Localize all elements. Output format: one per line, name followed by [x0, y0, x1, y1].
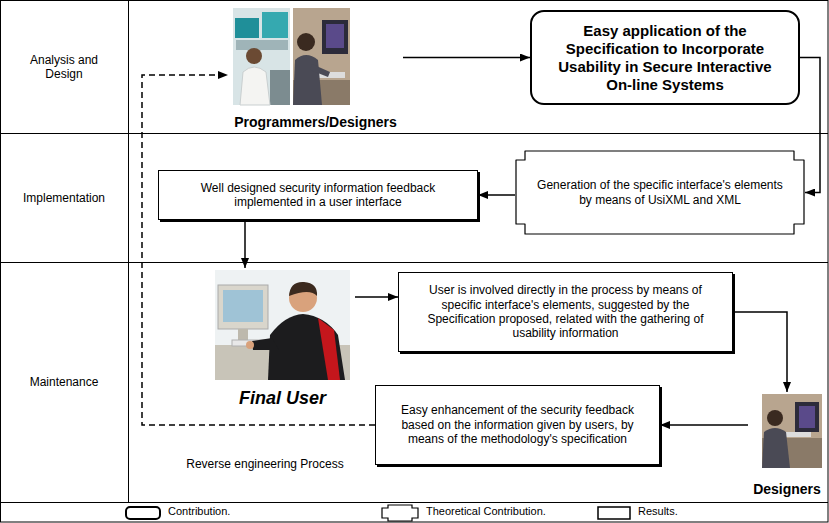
actor-caption: Final User [239, 388, 326, 410]
person-arm [310, 64, 330, 77]
actor-photo: Final User [210, 268, 355, 410]
person-hair [289, 282, 317, 296]
person-body [240, 67, 270, 105]
flow-arrow [733, 312, 787, 392]
person-body [268, 314, 345, 380]
theoretical-shape [516, 151, 804, 234]
contribution-box: Easy application of the Specification to… [530, 10, 800, 105]
process-note: Reverse engineering Process [180, 457, 350, 471]
row-label: Analysis and Design [20, 53, 108, 82]
box-text: Well designed security information feedb… [169, 181, 467, 210]
designer-photo [762, 394, 822, 468]
programmer-photo [233, 8, 290, 105]
flow-arrow [244, 220, 246, 268]
photo-ground [293, 8, 350, 105]
photo-ground [762, 394, 822, 468]
theoretical-box: Generation of the specific interface's e… [515, 150, 805, 235]
box-text: User is involved directly in the process… [409, 283, 722, 341]
row-label: Implementation [4, 191, 124, 205]
row-divider [0, 502, 828, 503]
monitor [262, 12, 288, 38]
person-head [246, 48, 262, 64]
person-hand [246, 341, 254, 349]
designer-photo [293, 8, 350, 105]
box-text: Easy enhancement of the security feedbac… [386, 403, 649, 446]
person-arm [252, 338, 279, 350]
keyboard [783, 432, 811, 437]
row-divider [0, 133, 828, 134]
legend-samples [126, 505, 630, 521]
theoretical-sample [382, 505, 418, 521]
column-divider [128, 0, 129, 502]
results-sample [598, 507, 630, 519]
actor-caption: Designers [753, 481, 821, 498]
actor-photo: Designers [748, 392, 826, 498]
monitor [218, 285, 268, 329]
box-text: Generation of the specific interface's e… [535, 178, 785, 207]
flow-arrow [355, 296, 398, 298]
monitor-stand [238, 329, 248, 341]
actor-caption: Programmers/Designers [234, 114, 397, 131]
result-box: User is involved directly in the process… [398, 272, 733, 352]
screen [326, 24, 344, 48]
person-head [297, 33, 315, 51]
desk [270, 70, 290, 105]
person-body [293, 55, 322, 105]
legend-text: Results. [638, 505, 678, 518]
monitor [235, 18, 259, 38]
legend-text: Theoretical Contribution. [426, 505, 546, 518]
person-head [767, 410, 783, 426]
actor-photo: Programmers/Designers [228, 5, 403, 131]
flow-arrow [660, 424, 748, 426]
result-box: Easy enhancement of the security feedbac… [375, 385, 660, 465]
screen [799, 406, 815, 428]
flow-arrow [403, 57, 530, 59]
row-divider [0, 262, 828, 263]
flow-arrow [478, 194, 515, 196]
box-text: Easy application of the Specification to… [544, 22, 786, 94]
final-user-photo [215, 270, 350, 380]
person-body [762, 428, 790, 468]
shirt-stripe [318, 318, 340, 380]
contribution-sample [126, 507, 160, 519]
photo-ground [215, 270, 350, 380]
screen [223, 290, 263, 322]
photo-ground [233, 8, 290, 105]
monitor [322, 20, 348, 54]
monitor [795, 402, 819, 432]
row-label: Maintenance [4, 375, 124, 389]
legend-text: Contribution. [168, 505, 230, 518]
shelf [236, 40, 288, 50]
result-box: Well designed security information feedb… [158, 170, 478, 220]
